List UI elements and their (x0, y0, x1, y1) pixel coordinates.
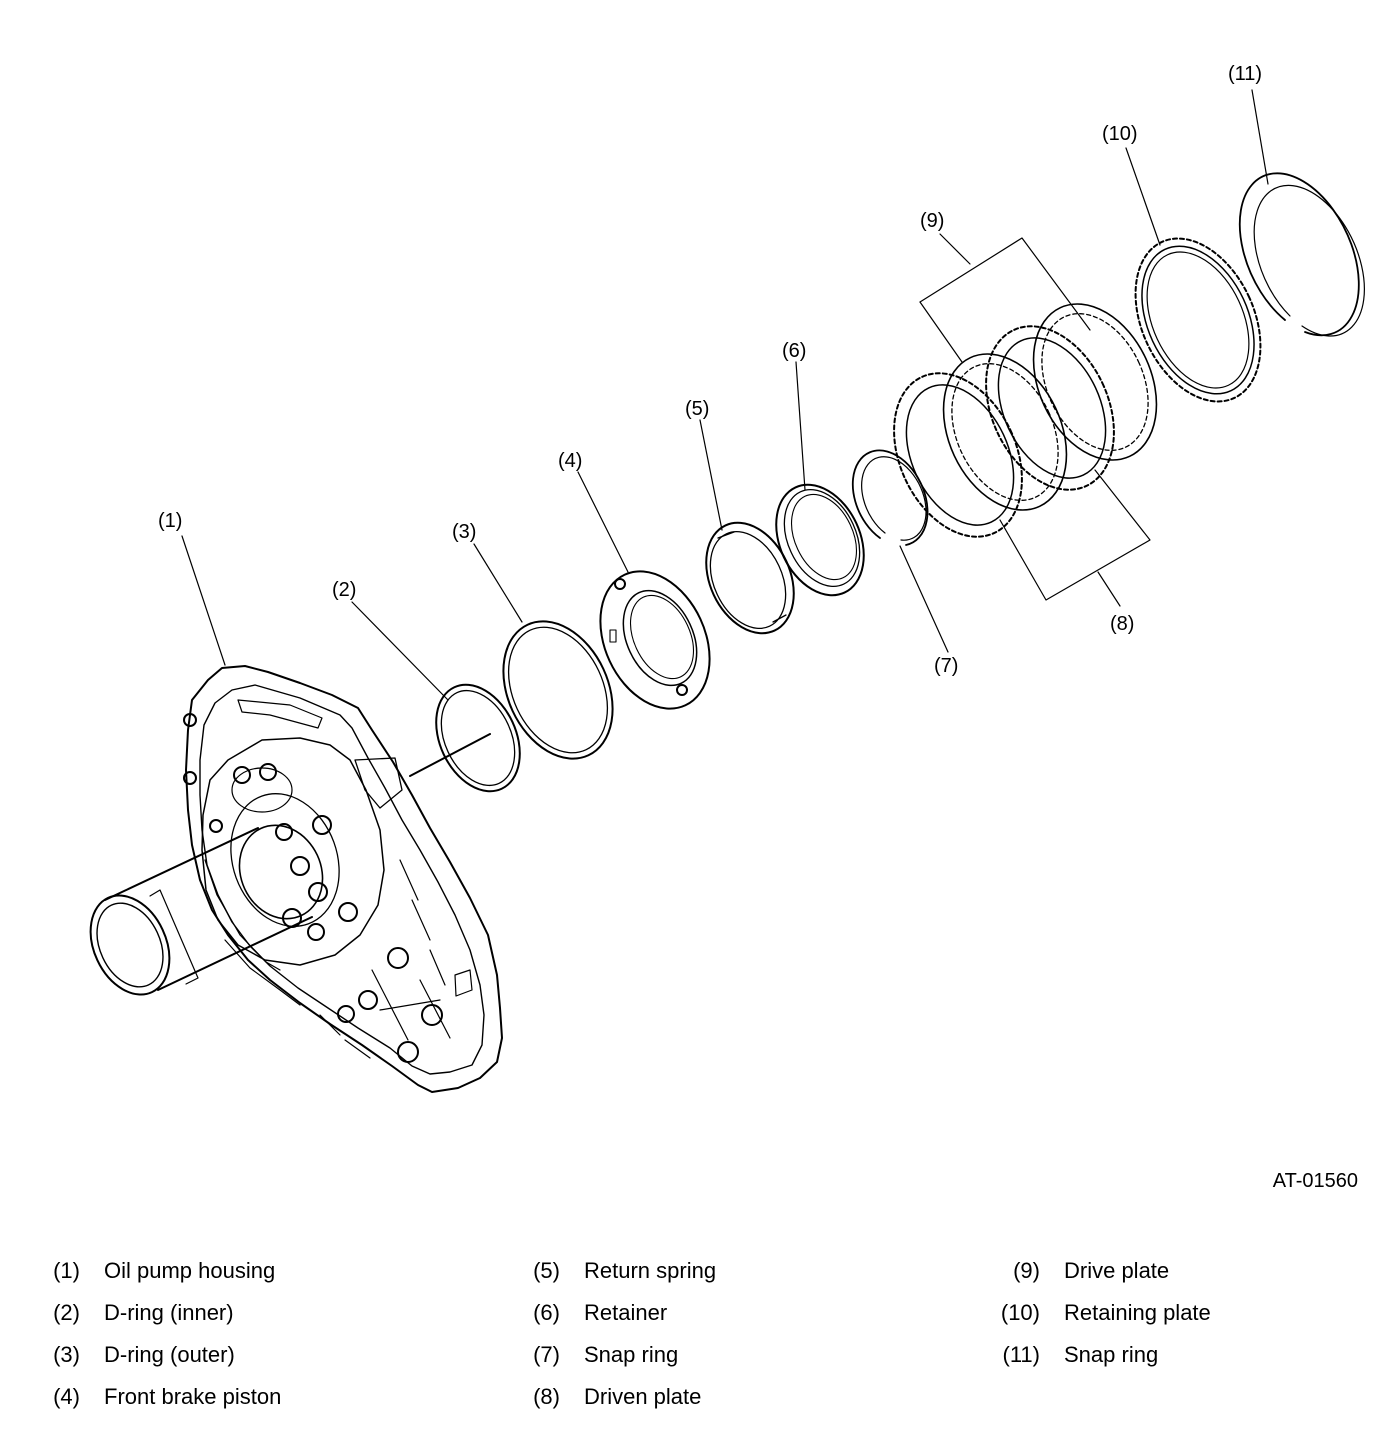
front-brake-piston (599, 570, 711, 710)
callout-7: (7) (934, 655, 958, 677)
d-ring-outer (502, 620, 614, 760)
callout-5: (5) (685, 398, 709, 420)
legend-label: Snap ring (584, 1342, 679, 1367)
callout-9: (9) (920, 210, 944, 232)
legend-number: (1) (53, 1258, 80, 1283)
legend-label: Retainer (584, 1300, 668, 1325)
figure-code: AT-01560 (1272, 1170, 1358, 1192)
callout-3: (3) (452, 521, 476, 543)
legend-number: (3) (53, 1342, 80, 1367)
legend-number: (6) (533, 1300, 560, 1325)
snap-ring-small (851, 449, 929, 546)
legend-number: (7) (533, 1342, 560, 1367)
retainer (775, 483, 865, 597)
legend-number: (10) (1000, 1300, 1040, 1325)
legend-number: (4) (53, 1384, 80, 1409)
callout-1: (1) (158, 510, 182, 532)
legend-label: Retaining plate (1064, 1300, 1211, 1325)
parts-legend: (1) Oil pump housing (2) D-ring (inner) … (0, 1258, 1392, 1428)
callout-8: (8) (1110, 613, 1134, 635)
legend-number: (8) (533, 1384, 560, 1409)
legend-number: (11) (1002, 1342, 1041, 1367)
callout-4: (4) (558, 450, 582, 472)
callout-10: (10) (1102, 123, 1138, 145)
legend-number: (2) (53, 1300, 80, 1325)
legend-label: Oil pump housing (104, 1258, 276, 1283)
clutch-plate-pack (893, 303, 1158, 538)
callout-11: (11) (1228, 63, 1262, 85)
oil-pump-housing (89, 665, 503, 1093)
legend-number: (9) (1013, 1258, 1040, 1283)
legend-label: D-ring (outer) (104, 1342, 235, 1367)
retaining-plate (1134, 237, 1262, 403)
callout-2: (2) (332, 579, 356, 601)
leader-lines (181, 89, 1269, 701)
exploded-view-diagram: (1) (2) (3) (4) (5) (6) (7) (8) (9) (10)… (89, 63, 1365, 1093)
legend-label: D-ring (inner) (104, 1300, 234, 1325)
snap-ring-large (1238, 172, 1365, 337)
legend-number: (5) (533, 1258, 560, 1283)
legend-label: Drive plate (1064, 1258, 1170, 1283)
d-ring-inner (435, 683, 521, 793)
legend-label: Snap ring (1064, 1342, 1159, 1367)
callout-6: (6) (782, 340, 806, 362)
legend-label: Return spring (584, 1258, 717, 1283)
legend-label: Front brake piston (104, 1384, 282, 1409)
return-spring (705, 521, 795, 635)
legend-label: Driven plate (584, 1384, 702, 1409)
